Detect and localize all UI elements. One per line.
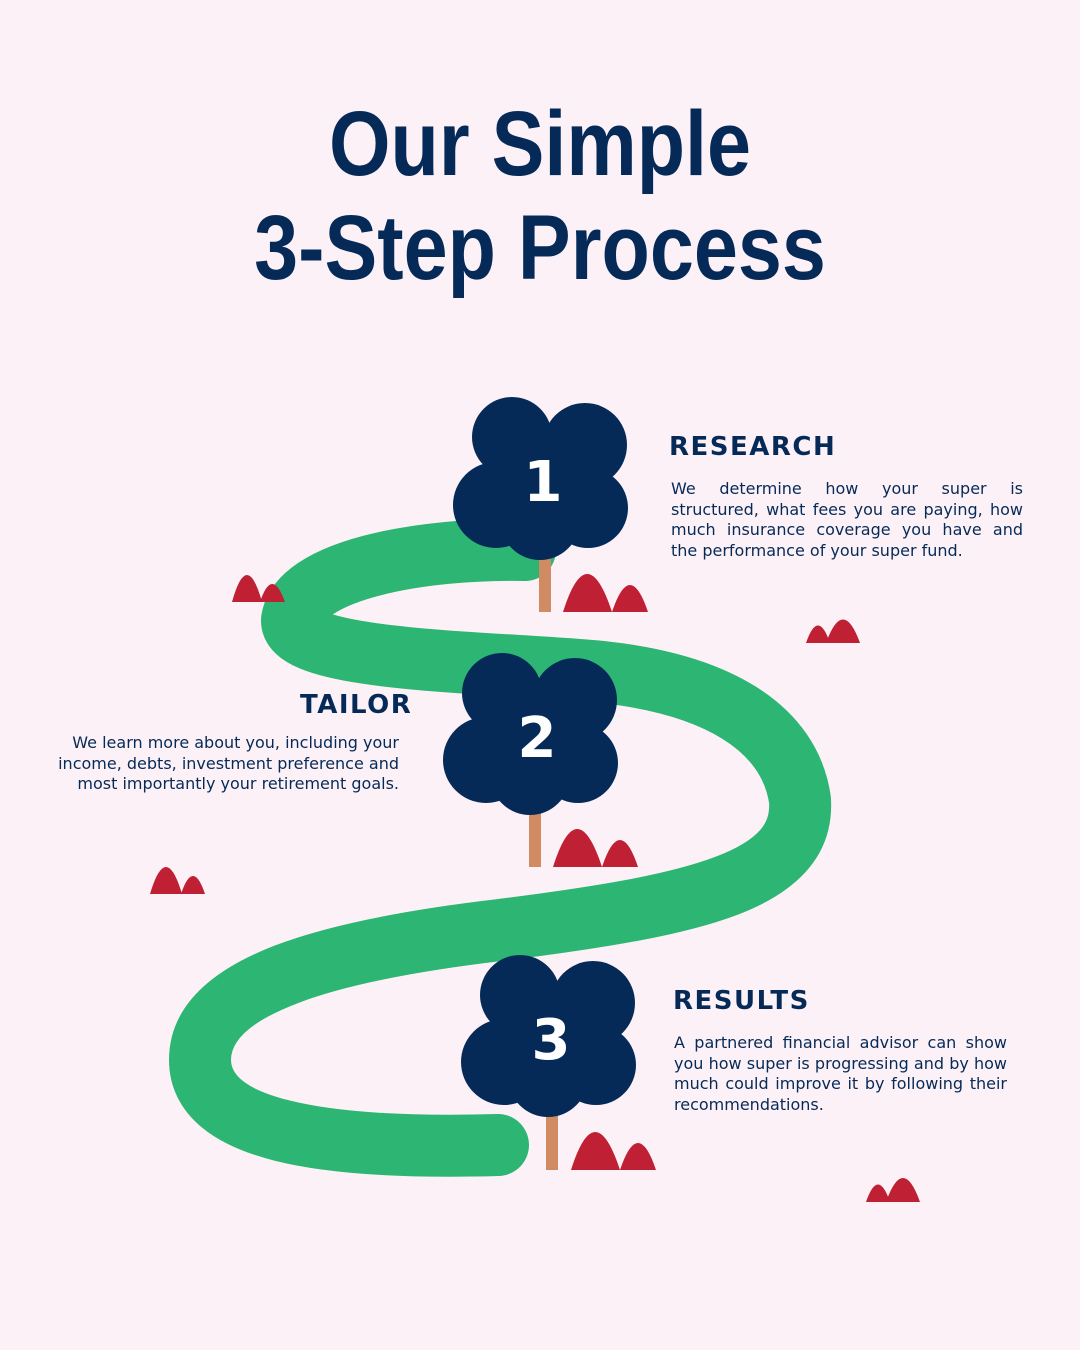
step-2-number: 2	[518, 706, 557, 771]
hill-icon	[232, 575, 285, 602]
hill-icon	[553, 829, 638, 867]
winding-path	[169, 518, 832, 1177]
tree-2	[443, 653, 638, 867]
tree-3	[461, 955, 656, 1170]
tree-1	[453, 397, 648, 612]
tree-icon	[461, 955, 636, 1117]
hill-icon	[150, 867, 205, 894]
step-1-number: 1	[524, 450, 563, 515]
hills-group	[150, 575, 920, 1202]
step-3-number: 3	[532, 1008, 571, 1073]
step-3-description: A partnered financial advisor can show y…	[674, 1033, 1007, 1114]
page-title-line-1: Our Simple	[328, 93, 752, 195]
step-2-description: We learn more about you, including your …	[58, 733, 399, 793]
step-1-title: RESEARCH	[669, 432, 837, 462]
step-3-title: RESULTS	[673, 986, 810, 1016]
tree-icon	[453, 397, 628, 560]
hill-icon	[806, 619, 860, 643]
hill-icon	[866, 1178, 920, 1202]
hill-icon	[563, 574, 648, 612]
tree-icon	[443, 653, 618, 815]
hill-icon	[571, 1132, 656, 1170]
page-title-line-2: 3-Step Process	[254, 197, 826, 299]
step-2-title: TAILOR	[300, 690, 413, 720]
step-1-description: We determine how your super is structure…	[671, 479, 1023, 560]
page-title: Our Simple 3-Step Process	[76, 92, 1005, 300]
